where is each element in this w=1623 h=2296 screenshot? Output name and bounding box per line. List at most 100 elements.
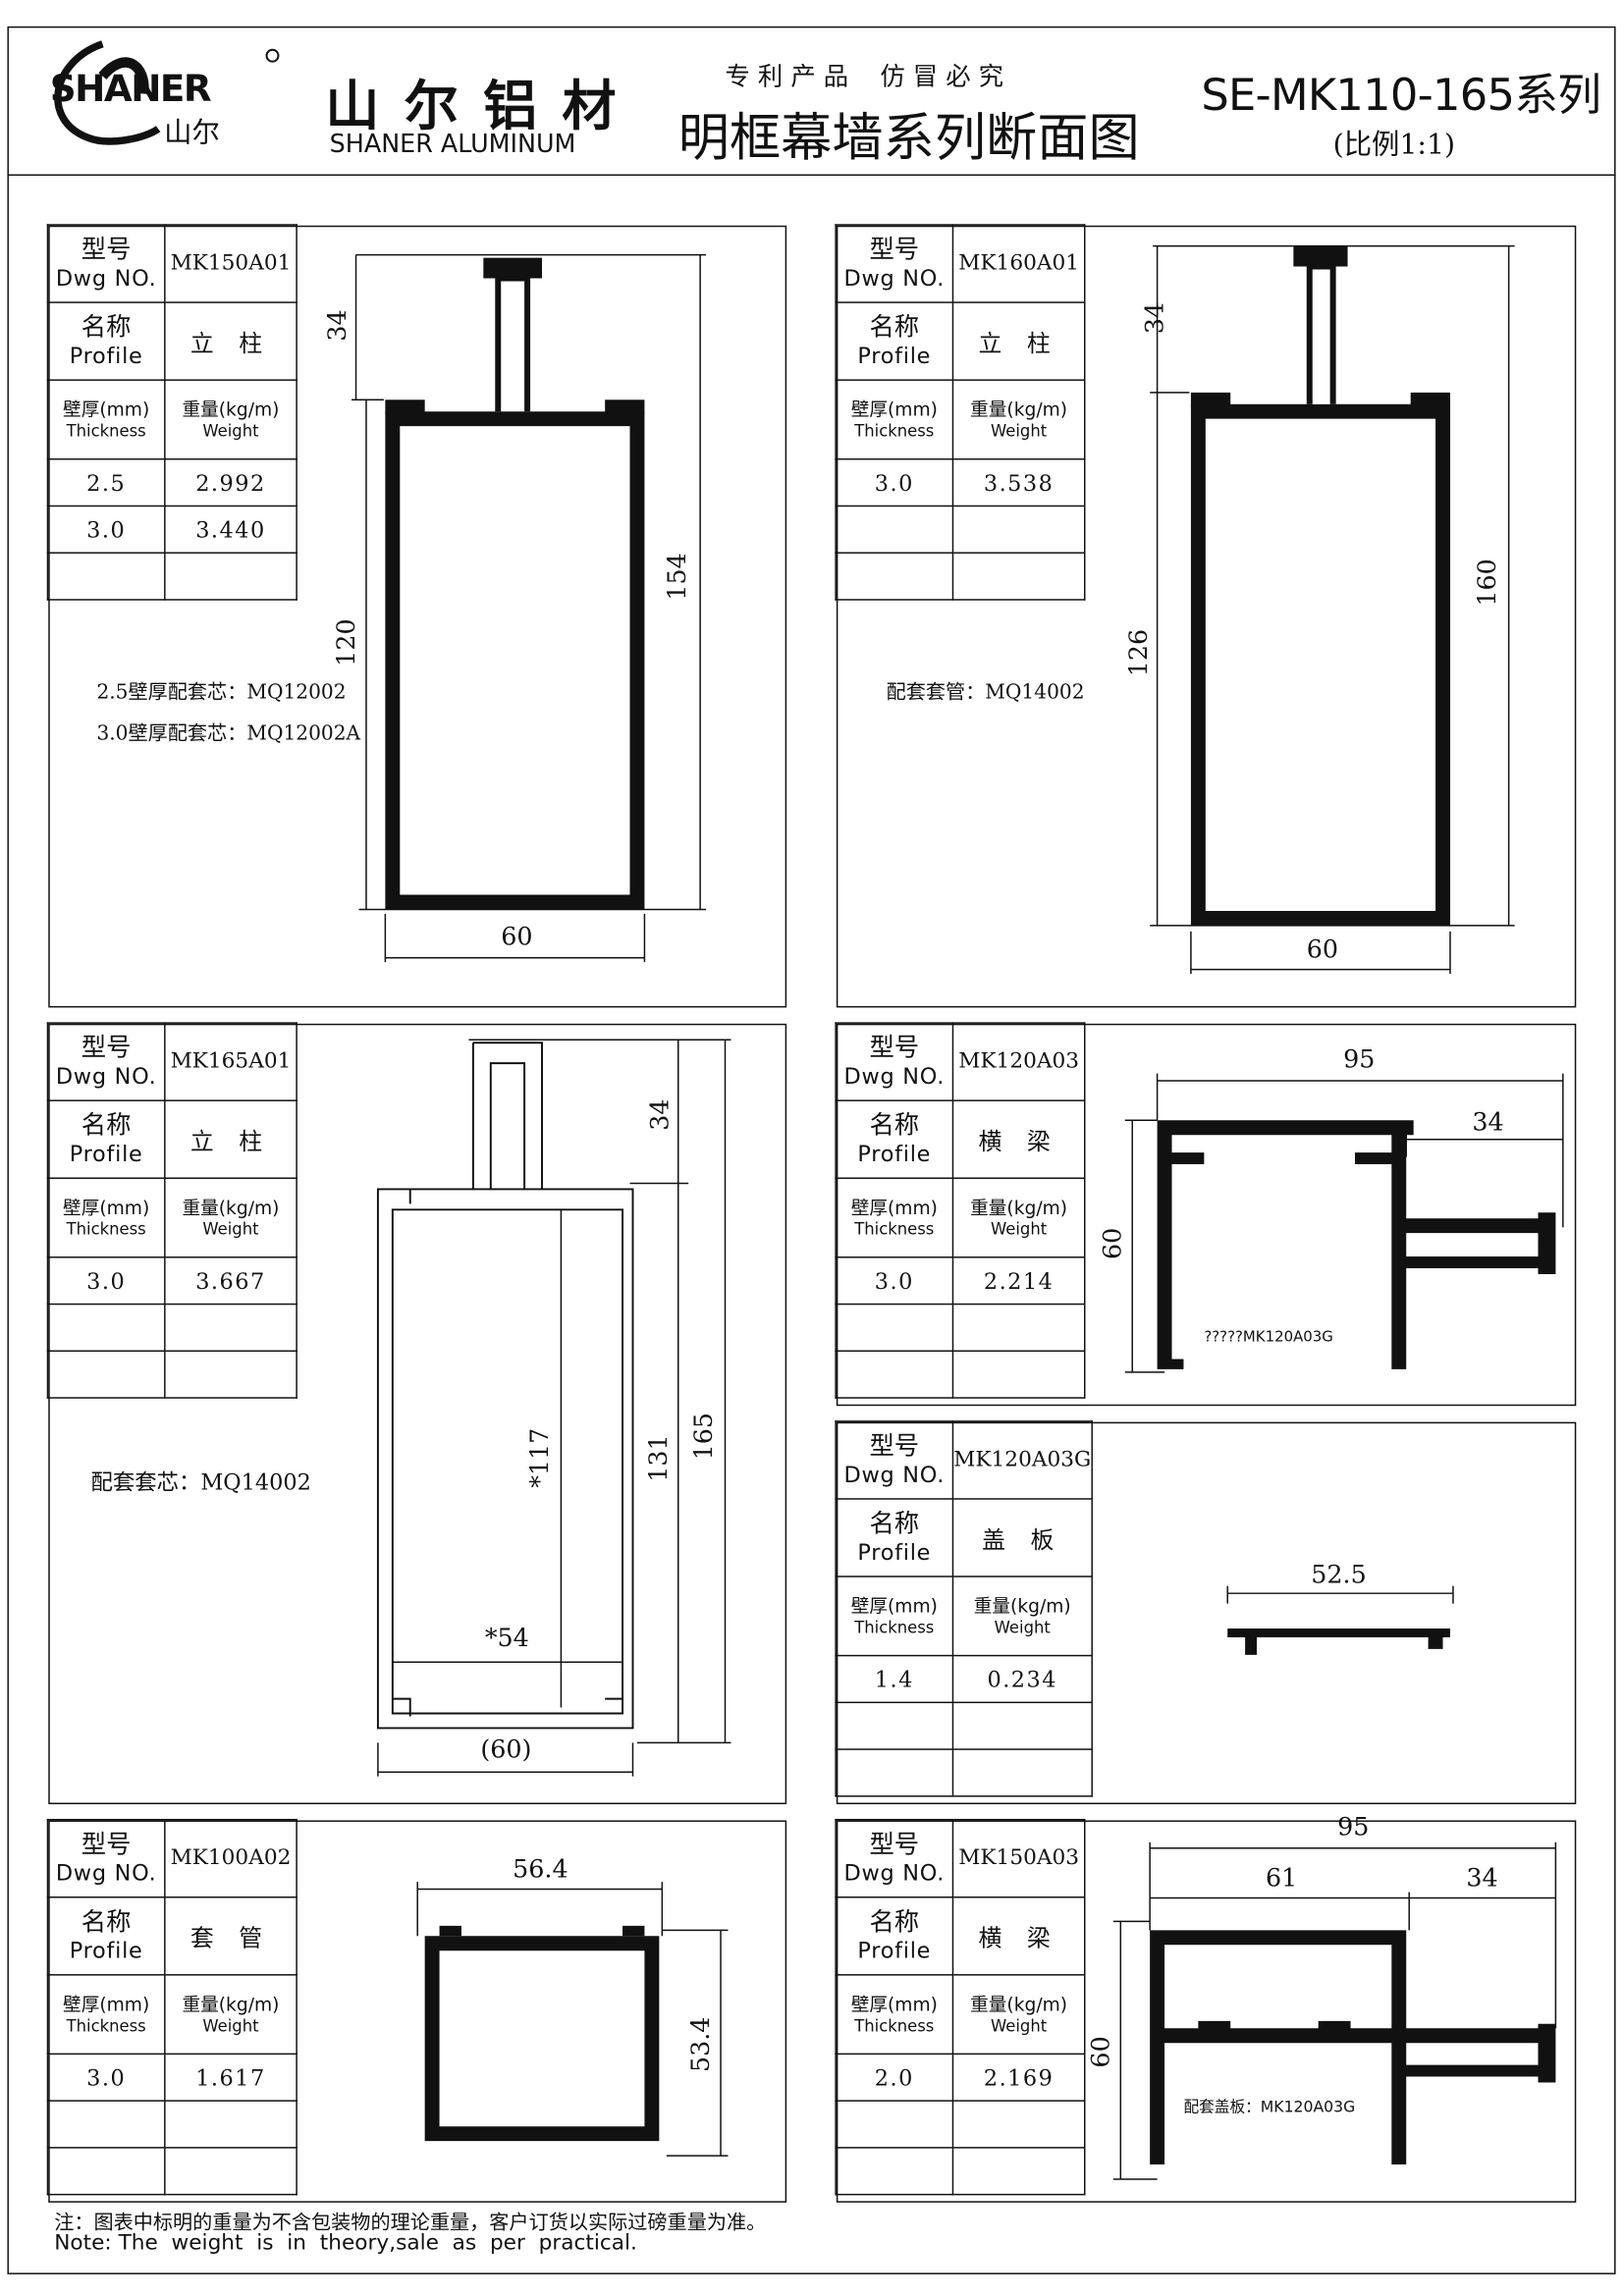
company-name-en: SHANER ALUMINUM bbox=[329, 130, 576, 160]
profile-value: 套 管 bbox=[164, 1896, 298, 1976]
panel-mk165a01 bbox=[48, 1023, 787, 1805]
header-divider bbox=[7, 174, 1616, 177]
sheet-border bbox=[7, 26, 1616, 2274]
thickness-label: 壁厚(mm)Thickness bbox=[46, 379, 166, 460]
weight-label: 重量(kg/m)Weight bbox=[164, 1974, 298, 2056]
dim-g-total: 95 bbox=[1337, 1811, 1369, 1841]
table-row bbox=[835, 1748, 1093, 1797]
thickness-value: 3.0 bbox=[46, 2053, 166, 2102]
thickness-value: 3.0 bbox=[835, 1256, 954, 1306]
dim-c-inner-w: *54 bbox=[485, 1623, 529, 1652]
profile-value: 立 柱 bbox=[164, 1099, 298, 1179]
weight-label: 重量(kg/m)Weight bbox=[951, 379, 1086, 460]
dwg-value: MK160A01 bbox=[951, 224, 1086, 303]
dwg-value: MK120A03G bbox=[951, 1420, 1093, 1500]
dim-b-height: 160 bbox=[1472, 559, 1501, 606]
thickness-value bbox=[46, 1350, 166, 1399]
weight-value: 3.538 bbox=[951, 457, 1086, 507]
logo-text: SHANER bbox=[49, 67, 212, 110]
dim-c-mid: 131 bbox=[643, 1434, 673, 1481]
weight-value bbox=[951, 2147, 1086, 2196]
thickness-value bbox=[46, 1303, 166, 1353]
thickness-value: 1.4 bbox=[835, 1654, 954, 1704]
weight-value: 3.667 bbox=[164, 1256, 298, 1306]
dim-d-arm: 34 bbox=[1472, 1107, 1503, 1137]
table-row bbox=[46, 552, 298, 601]
dim-a-height: 154 bbox=[662, 553, 691, 600]
mullion-profile-c bbox=[376, 1041, 634, 1730]
note-cover: 配套盖板：MK120A03G bbox=[1183, 2098, 1356, 2116]
note-core-3-0: 3.0壁厚配套芯：MQ12002A bbox=[96, 721, 361, 746]
thickness-value bbox=[835, 552, 954, 601]
weight-value: 3.440 bbox=[164, 505, 298, 554]
profile-sections bbox=[385, 245, 1556, 2165]
thickness-label: 壁厚(mm)Thickness bbox=[835, 1177, 954, 1258]
weight-value bbox=[951, 1748, 1093, 1797]
thickness-value bbox=[46, 2147, 166, 2196]
weight-value: 2.169 bbox=[951, 2053, 1086, 2102]
dim-d-width: 95 bbox=[1343, 1044, 1375, 1074]
profile-value: 横 梁 bbox=[951, 1896, 1086, 1976]
thickness-value bbox=[46, 2100, 166, 2149]
company-name-cn: 山 尔 铝 材 bbox=[325, 75, 620, 138]
thickness-label: 壁厚(mm)Thickness bbox=[46, 1177, 166, 1258]
weight-value bbox=[951, 1350, 1086, 1399]
weight-value bbox=[951, 505, 1086, 554]
panel-mk150a01 bbox=[48, 225, 787, 1008]
transom-profile-b bbox=[1150, 1930, 1556, 2165]
footer-note-cn: 注：图表中标明的重量为不含包装物的理论重量，客户订货以实际过磅重量为准。 bbox=[54, 2211, 767, 2235]
dimension-lines bbox=[352, 244, 1564, 2180]
weight-label: 重量(kg/m)Weight bbox=[951, 1575, 1093, 1657]
dim-b-left: 126 bbox=[1123, 629, 1153, 676]
logo-swoosh-icon bbox=[54, 40, 280, 145]
scale-label: (比例1:1) bbox=[1332, 129, 1456, 162]
note-cover: ?????MK120A03G bbox=[1204, 1329, 1333, 1347]
table-row bbox=[835, 1303, 1086, 1353]
dim-c-height: 165 bbox=[688, 1413, 718, 1460]
thickness-value: 3.0 bbox=[46, 505, 166, 554]
series-title: SE-MK110-165系列 bbox=[1201, 70, 1601, 122]
weight-value: 2.992 bbox=[164, 457, 298, 507]
dim-g-arm: 34 bbox=[1466, 1863, 1497, 1893]
table-row bbox=[46, 2147, 298, 2196]
dwg-value: MK150A03 bbox=[951, 1818, 1086, 1898]
patent-slogan: 专 利 产 品 仿 冒 必 究 bbox=[725, 63, 1004, 92]
thickness-value bbox=[835, 1350, 954, 1399]
dwg-value: MK165A01 bbox=[164, 1022, 298, 1101]
weight-value bbox=[164, 1303, 298, 1353]
table-row bbox=[46, 2100, 298, 2149]
dwg-value: MK150A01 bbox=[164, 224, 298, 303]
sleeve-profile bbox=[424, 1936, 660, 2142]
table-row bbox=[835, 505, 1086, 554]
mullion-profile-a bbox=[385, 411, 645, 910]
thickness-label: 壁厚(mm)Thickness bbox=[835, 1974, 954, 2056]
mullion-profile-b bbox=[1190, 403, 1450, 926]
dim-g-height: 60 bbox=[1085, 2036, 1114, 2067]
thickness-label: 壁厚(mm)Thickness bbox=[835, 379, 954, 460]
weight-value bbox=[164, 2147, 298, 2196]
table-row bbox=[835, 1350, 1086, 1399]
weight-label: 重量(kg/m)Weight bbox=[164, 379, 298, 460]
weight-label: 重量(kg/m)Weight bbox=[164, 1177, 298, 1258]
table-row bbox=[835, 2100, 1086, 2149]
dim-f-width: 56.4 bbox=[513, 1854, 568, 1884]
